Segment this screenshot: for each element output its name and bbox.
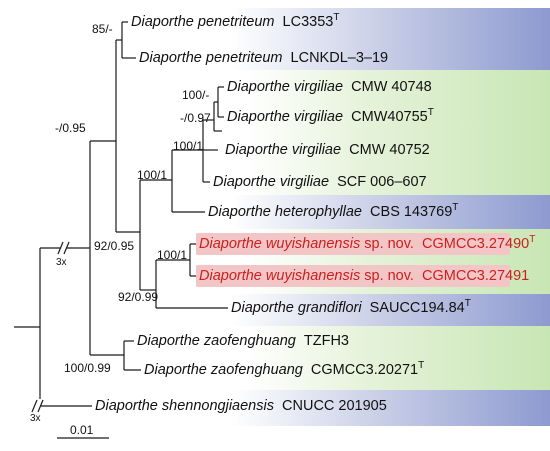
support-value: 100/- bbox=[182, 88, 210, 102]
support-value: -/0.95 bbox=[55, 121, 86, 135]
scale-label: 0.01 bbox=[70, 423, 94, 437]
support-value: 100/1 bbox=[137, 168, 168, 182]
taxon-label: Diaporthe virgiliae CMW40755T bbox=[227, 107, 434, 126]
taxon-label-new-species: Diaporthe wuyishanensis sp. nov. CGMCC3.… bbox=[199, 234, 536, 253]
break-label: 3x bbox=[30, 413, 41, 424]
clade-band-heterophyllae bbox=[0, 195, 550, 229]
support-value: 92/0.95 bbox=[94, 239, 135, 253]
taxon-label: Diaporthe heterophyllae CBS 143769T bbox=[208, 202, 459, 221]
taxon-label: Diaporthe virgiliae SCF 006–607 bbox=[213, 174, 427, 190]
taxon-label: Diaporthe shennongjiaensis CNUCC 201905 bbox=[95, 398, 387, 414]
taxon-label: Diaporthe penetriteum LC3353T bbox=[131, 12, 340, 31]
support-value: 100/1 bbox=[157, 248, 188, 262]
clade-band-virgiliae bbox=[0, 70, 550, 195]
taxon-label: Diaporthe virgiliae CMW 40748 bbox=[227, 79, 432, 95]
support-value: 85/- bbox=[92, 22, 113, 36]
new-species-highlight bbox=[196, 233, 510, 255]
break-label: 3x bbox=[56, 257, 67, 268]
support-value: -/0.97 bbox=[180, 111, 211, 125]
taxon-label: Diaporthe zaofenghuang CGMCC3.20271T bbox=[144, 360, 425, 379]
new-species-highlight bbox=[196, 265, 510, 287]
support-value: 100/1 bbox=[173, 139, 204, 153]
taxon-label: Diaporthe penetriteum LCNKDL–3–19 bbox=[139, 50, 389, 66]
support-value: 92/0.99 bbox=[118, 290, 159, 304]
taxon-label: Diaporthe virgiliae CMW 40752 bbox=[225, 142, 430, 158]
clade-band-zaofenghuang bbox=[0, 326, 550, 390]
clade-band-penetriteum bbox=[0, 8, 550, 70]
branch-break-marks bbox=[31, 241, 70, 413]
taxon-label: Diaporthe grandiflori SAUCC194.84T bbox=[231, 298, 471, 317]
taxon-label-new-species: Diaporthe wuyishanensis sp. nov. CGMCC3.… bbox=[199, 268, 530, 284]
clade-band-shennongjiaensis bbox=[0, 390, 550, 426]
taxon-label: Diaporthe zaofenghuang TZFH3 bbox=[137, 333, 349, 349]
clade-band-grandiflori bbox=[0, 294, 550, 326]
support-value: 100/0.99 bbox=[64, 361, 111, 375]
